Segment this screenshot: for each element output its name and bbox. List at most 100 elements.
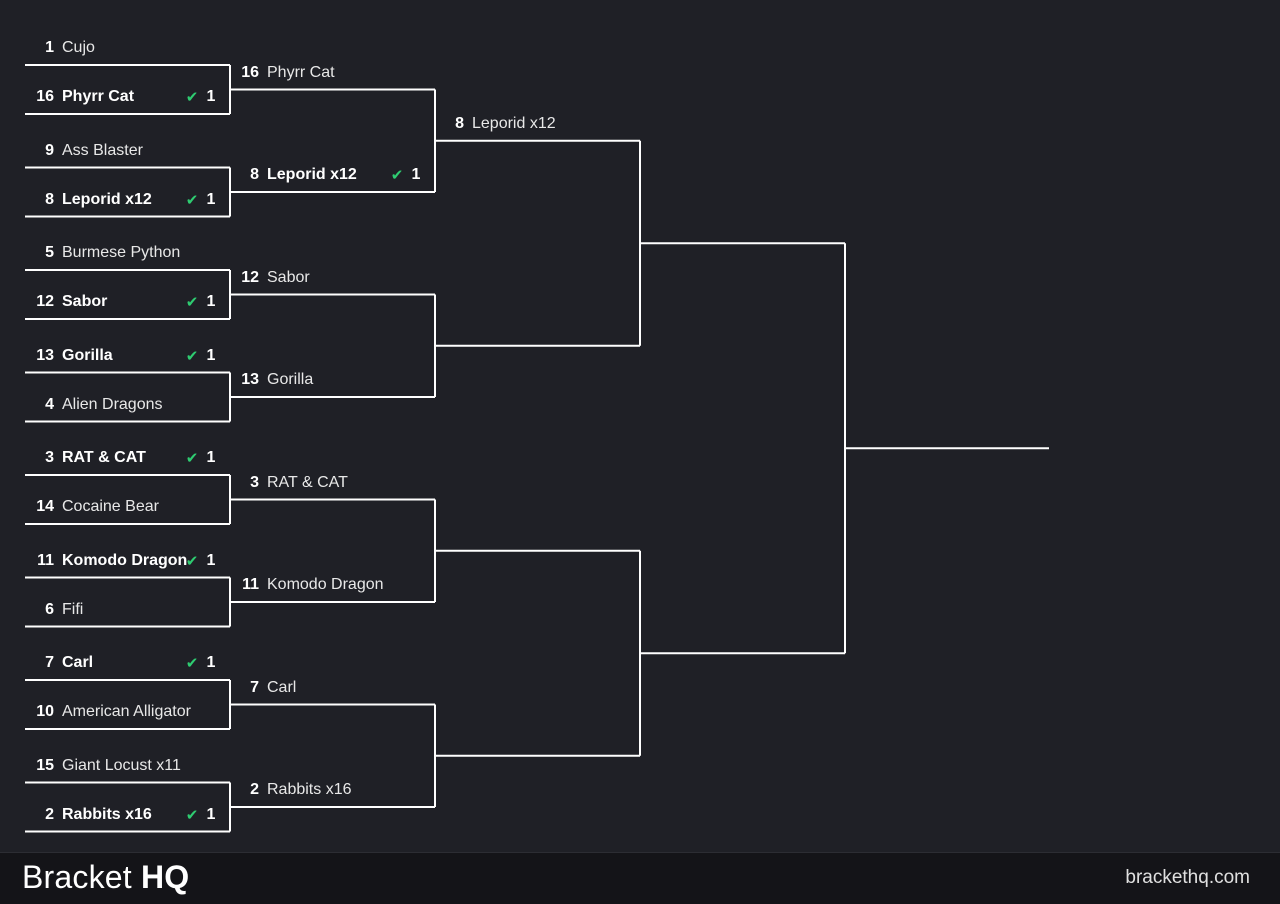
round1-entry[interactable]: 1 Cujo xyxy=(26,36,230,60)
seed: 3 xyxy=(250,473,259,491)
check-icon: ✔ xyxy=(185,191,199,209)
seed: 13 xyxy=(36,346,54,364)
seed: 6 xyxy=(45,600,54,618)
team-name: Ass Blaster xyxy=(62,141,143,159)
score: 1 xyxy=(206,88,216,105)
seed: 2 xyxy=(250,781,259,798)
score: 1 xyxy=(206,551,216,569)
brand-text: Bracket xyxy=(22,859,132,895)
round1-entry[interactable]: 9 Ass Blaster xyxy=(26,139,230,163)
site-link[interactable]: brackethq.com xyxy=(1125,867,1250,888)
team-name: Komodo Dragon xyxy=(267,576,384,593)
score: 1 xyxy=(206,293,216,310)
round2-entry[interactable]: 16 Phyrr Cat xyxy=(231,61,435,85)
seed: 14 xyxy=(36,498,54,515)
team-name: Alien Dragons xyxy=(62,395,163,413)
team-name: Gorilla xyxy=(62,346,113,364)
team-name: Giant Locust x11 xyxy=(62,756,181,774)
check-icon: ✔ xyxy=(185,450,199,467)
score: 1 xyxy=(206,805,216,823)
team-name: Fifi xyxy=(62,600,84,618)
team-name: Cocaine Bear xyxy=(62,498,159,515)
brand-logo[interactable]: Bracket HQ xyxy=(22,859,189,896)
bracket-lines xyxy=(25,64,1049,833)
round2-entry[interactable]: 12 Sabor xyxy=(231,266,435,290)
round2-entry[interactable]: 3 RAT & CAT xyxy=(231,471,435,495)
check-icon: ✔ xyxy=(185,347,199,365)
brand-hq: HQ xyxy=(140,859,190,895)
round2-entry[interactable]: 7 Carl xyxy=(231,676,435,700)
round4-entry[interactable] xyxy=(641,214,845,238)
seed: 8 xyxy=(45,190,54,208)
seed: 12 xyxy=(36,293,54,310)
round2-entry[interactable]: 8 Leporid x12 ✔ 1 xyxy=(231,163,435,187)
team-name: Carl xyxy=(267,678,297,696)
team-name: Leporid x12 xyxy=(267,166,357,183)
team-name: Cujo xyxy=(62,39,95,56)
seed: 8 xyxy=(250,166,259,183)
seed: 11 xyxy=(242,576,259,593)
team-name: Phyrr Cat xyxy=(62,88,135,105)
round1-entry[interactable]: 8 Leporid x12 ✔ 1 xyxy=(26,188,230,212)
round3-entry[interactable] xyxy=(436,522,640,546)
check-icon: ✔ xyxy=(390,167,404,184)
seed: 12 xyxy=(241,268,259,286)
seed: 5 xyxy=(45,244,54,261)
round4-entry[interactable] xyxy=(641,624,845,648)
round1-entry[interactable]: 14 Cocaine Bear xyxy=(26,495,230,519)
round2-entry[interactable]: 11 Komodo Dragon xyxy=(231,573,435,597)
round1-entry[interactable]: 11 Komodo Dragon✔ 1 xyxy=(26,549,230,573)
check-icon: ✔ xyxy=(185,294,199,311)
round3-entry[interactable] xyxy=(436,727,640,751)
round1-entry[interactable]: 5 Burmese Python xyxy=(26,241,230,265)
seed: 2 xyxy=(45,805,54,823)
round1-entry[interactable]: 12 Sabor ✔ 1 xyxy=(26,290,230,314)
seed: 9 xyxy=(45,141,54,159)
team-name: Sabor xyxy=(62,293,108,310)
round3-entry[interactable] xyxy=(436,317,640,341)
score: 1 xyxy=(206,190,216,208)
check-icon: ✔ xyxy=(185,806,199,824)
team-name: Leporid x12 xyxy=(62,190,152,208)
score: 1 xyxy=(206,346,216,364)
round1-entry[interactable]: 4 Alien Dragons xyxy=(26,393,230,417)
check-icon: ✔ xyxy=(185,552,199,570)
score: 1 xyxy=(411,166,421,183)
round1-entry[interactable]: 13 Gorilla ✔ 1 xyxy=(26,344,230,368)
seed: 15 xyxy=(36,756,54,774)
team-name: Komodo Dragon xyxy=(62,551,188,569)
seed: 13 xyxy=(241,371,259,388)
team-name: Rabbits x16 xyxy=(62,805,152,823)
seed: 16 xyxy=(36,88,54,105)
seed: 16 xyxy=(241,63,259,81)
team-name: RAT & CAT xyxy=(62,449,146,466)
team-name: Carl xyxy=(62,654,94,671)
seed: 4 xyxy=(45,395,54,413)
round1-entry[interactable]: 16 Phyrr Cat ✔ 1 xyxy=(26,85,230,109)
team-name: RAT & CAT xyxy=(267,473,348,491)
round3-entry[interactable]: 8 Leporid x12 xyxy=(436,112,640,136)
score: 1 xyxy=(206,449,216,466)
seed: 8 xyxy=(455,114,464,132)
team-name: Sabor xyxy=(267,268,310,286)
team-name: Burmese Python xyxy=(62,244,181,261)
round1-entry[interactable]: 2 Rabbits x16 ✔ 1 xyxy=(26,803,230,827)
team-name: Phyrr Cat xyxy=(267,63,335,81)
check-icon: ✔ xyxy=(185,655,199,672)
seed: 1 xyxy=(45,39,54,56)
check-icon: ✔ xyxy=(185,89,199,106)
footer: Bracket HQ brackethq.com xyxy=(0,852,1280,904)
round1-entry[interactable]: 15 Giant Locust x11 xyxy=(26,754,230,778)
team-name: Leporid x12 xyxy=(472,114,556,132)
seed: 10 xyxy=(36,703,54,720)
round1-entry[interactable]: 6 Fifi xyxy=(26,598,230,622)
seed: 7 xyxy=(45,654,54,671)
seed: 7 xyxy=(250,678,259,696)
seed: 11 xyxy=(37,551,54,569)
